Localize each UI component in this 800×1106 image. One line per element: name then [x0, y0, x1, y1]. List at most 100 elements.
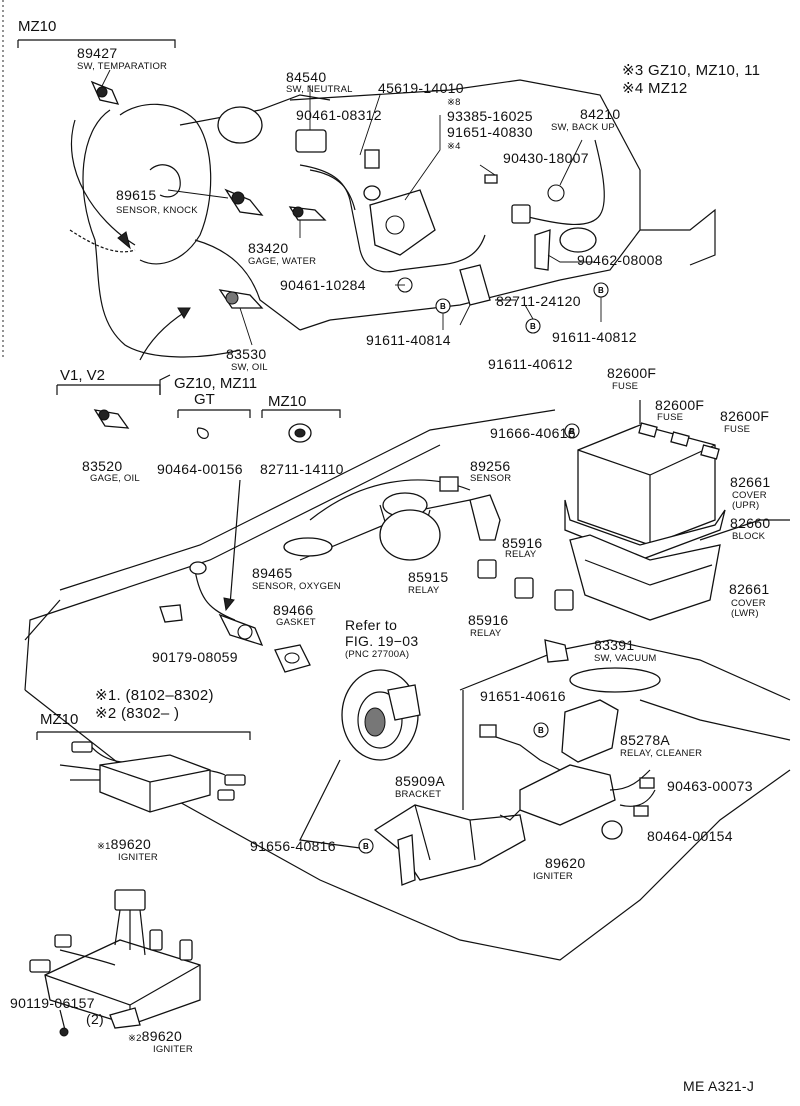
part-number-89427: 89427 — [77, 45, 118, 61]
part-number-89620-1: 89620 — [110, 836, 152, 852]
part-number-85916-a: 85916 — [502, 535, 543, 551]
part-number-90462: 90462-08008 — [577, 252, 663, 268]
alternator-reference — [341, 669, 421, 761]
part-desc-82661-lwr: COVER — [731, 598, 766, 609]
part-number-91656: 91656-40816 — [250, 838, 336, 854]
igniter-2-label: ※289620 — [128, 1029, 182, 1045]
part-desc-83391: SW, VACUUM — [594, 653, 657, 664]
legend-mark-4: ※4 — [622, 80, 644, 97]
part-number-91651-40616: 91651-40616 — [480, 688, 566, 704]
center-igniter-assembly — [479, 699, 656, 840]
part-number-80464-00154: 80464-00154 — [647, 828, 733, 844]
part-desc-85278a: RELAY, CLEANER — [620, 748, 703, 759]
range-text-1: (8102–8302) — [125, 687, 214, 704]
range-line-1: ※1. (8102–8302) — [95, 688, 214, 703]
part-number-85909a: 85909A — [395, 773, 446, 789]
refer-line-2: FIG. 19−03 — [345, 633, 419, 649]
group-brackets — [17, 39, 341, 740]
refer-line-3: (PNC 27700A) — [345, 649, 410, 660]
part-desc-89427: SW, TEMPARATIOR — [77, 61, 168, 72]
range-mark-2: ※2 — [95, 705, 117, 722]
part-desc-85909a: BRACKET — [395, 789, 442, 800]
part-number-89466: 89466 — [273, 602, 314, 618]
part-number-90461-10284: 90461-10284 — [280, 277, 366, 293]
group-label-gz10-mz11: GZ10, MZ11 — [174, 375, 258, 392]
igniter-1-mark: ※1 — [97, 841, 111, 852]
part-desc-83530: SW, OIL — [231, 362, 268, 373]
part-number-45619: 45619-14010 — [378, 80, 464, 96]
part-number-82600f-a: 82600F — [607, 365, 657, 381]
part-desc-89615: SENSOR, KNOCK — [116, 205, 198, 216]
svg-text:B: B — [598, 286, 604, 295]
part-number-89620-2: 89620 — [141, 1028, 183, 1044]
svg-text:B: B — [538, 726, 544, 735]
part-desc-89620-center: IGNITER — [533, 871, 573, 882]
part-desc-83520: GAGE, OIL — [90, 473, 140, 484]
part-number-85278a: 85278A — [620, 732, 671, 748]
part-desc-85916-b: RELAY — [470, 628, 502, 639]
small-parts-row — [93, 409, 312, 612]
part-number-90461-08312: 90461-08312 — [296, 107, 382, 123]
part-number-91611-40812: 91611-40812 — [552, 329, 637, 345]
part-number-82711-14110: 82711-14110 — [260, 461, 344, 477]
part-number-90179: 90179-08059 — [152, 649, 238, 665]
igniter-2-mark: ※2 — [128, 1033, 142, 1044]
oil-switch-icon — [218, 289, 264, 309]
group-label-mz10-mid: MZ10 — [268, 393, 307, 410]
part-number-82660: 82660 — [730, 515, 771, 531]
relays-small — [439, 476, 574, 663]
part-number-83520: 83520 — [82, 458, 123, 474]
range-mark-1: ※1. — [95, 687, 121, 704]
part-desc-85916-a: RELAY — [505, 549, 537, 560]
part-desc-89466: GASKET — [276, 617, 316, 628]
part-number-89620-center: 89620 — [545, 855, 586, 871]
part-number-83530: 83530 — [226, 346, 267, 362]
part-number-85916-b: 85916 — [468, 612, 509, 628]
part-number-90430: 90430-18007 — [503, 150, 589, 166]
part-number-91651-40830: 91651-40830 — [447, 124, 533, 140]
part-desc-82600f-b: FUSE — [657, 412, 684, 423]
part-number-85915: 85915 — [408, 569, 449, 585]
part-desc-89620-2: IGNITER — [153, 1044, 193, 1055]
svg-text:B: B — [530, 322, 536, 331]
legend-line-4: ※4 MZ12 — [622, 81, 688, 96]
part-number-83420: 83420 — [248, 240, 289, 256]
part-number-93385: 93385-16025 — [447, 108, 533, 124]
range-line-2: ※2 (8302– ) — [95, 706, 179, 721]
part-desc-85915: RELAY — [408, 585, 440, 596]
note-mark-4: ※4 — [447, 141, 461, 152]
part-number-82600f-c: 82600F — [720, 408, 770, 424]
water-gage-icon — [288, 206, 327, 221]
part-qty-90119: (2) — [86, 1011, 105, 1027]
igniter-1-label: ※189620 — [97, 837, 151, 853]
svg-text:B: B — [363, 842, 369, 851]
knock-sensor-icon — [224, 188, 264, 216]
legend-text-3: GZ10, MZ10, 11 — [647, 62, 761, 79]
legend-line-3: ※3 GZ10, MZ10, 11 — [622, 63, 760, 78]
group-label-v1v2: V1, V2 — [60, 367, 106, 384]
neutral-switch-assembly — [295, 129, 498, 306]
part-desc-82600f-a: FUSE — [612, 381, 639, 392]
part-desc-82661-upr: COVER — [732, 490, 767, 501]
part-number-84210: 84210 — [580, 106, 621, 122]
part-number-84540: 84540 — [286, 69, 327, 85]
part-number-90463: 90463-00073 — [667, 778, 753, 794]
part-number-82661-lwr: 82661 — [729, 581, 770, 597]
igniter-mz10-assembly — [59, 741, 246, 813]
group-label-gt: GT — [194, 391, 215, 408]
part-desc2-82661-upr: (UPR) — [732, 500, 760, 511]
part-number-90119: 90119-06157 — [10, 995, 95, 1011]
part-desc-89465: SENSOR, OXYGEN — [252, 581, 341, 592]
legend-text-4: MZ12 — [647, 80, 688, 97]
part-desc-84540: SW, NEUTRAL — [286, 84, 353, 95]
part-number-91611-40612: 91611-40612 — [488, 356, 573, 372]
leader-lines — [101, 69, 602, 346]
relay-block-assembly — [564, 400, 726, 621]
igniter-2-assembly — [29, 889, 201, 1037]
part-number-89465: 89465 — [252, 565, 293, 581]
transmission-outline — [289, 79, 716, 331]
part-number-89256: 89256 — [470, 458, 511, 474]
svg-text:B: B — [569, 427, 575, 436]
